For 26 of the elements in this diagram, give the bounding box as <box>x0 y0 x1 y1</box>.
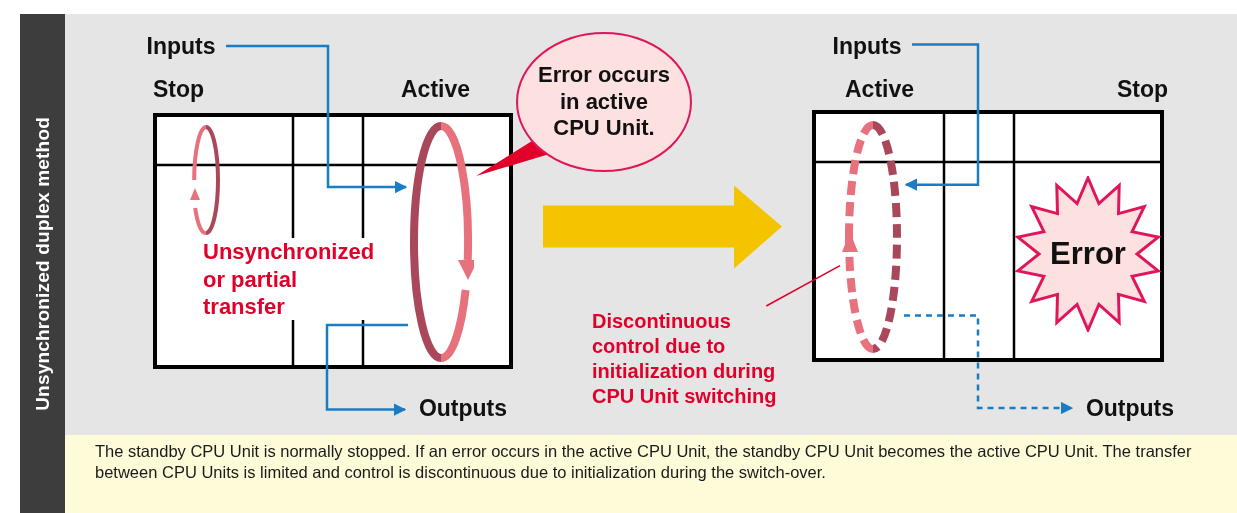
caption-text: The standby CPU Unit is normally stopped. If an error occurs in the active CPU Unit, the standby CPU Unit becomes the active CPU Unit. The transfer between CPU Units is limited and control is discontinuous due to initialization during the switch-over. <box>95 441 1193 483</box>
signal-label: Inputs <box>136 31 226 61</box>
cpu-unit-rack <box>812 110 1164 362</box>
cpu-unit-rack <box>153 113 513 369</box>
state-heading: Stop <box>153 76 205 103</box>
signal-arrow <box>904 43 980 191</box>
cycle-ring <box>408 120 474 364</box>
state-heading: Active <box>401 76 471 103</box>
side-band <box>20 14 65 513</box>
signal-arrow <box>325 323 408 416</box>
transition-arrow <box>543 185 782 269</box>
leader-line <box>765 264 841 307</box>
error-starburst <box>1014 176 1162 332</box>
signal-arrow <box>226 44 408 194</box>
state-heading: Active <box>845 76 915 103</box>
state-heading: Stop <box>1117 76 1169 103</box>
band-title: Unsynchronized duplex method <box>31 116 54 411</box>
callout-text: Error occurs in active CPU Unit. <box>536 62 672 142</box>
signal-label: Outputs <box>1074 393 1186 423</box>
note-text: Discontinuous control due to initialization during CPU Unit switching <box>592 309 797 419</box>
cycle-ring <box>842 118 904 356</box>
signal-arrow <box>904 314 1074 415</box>
error-text: Error <box>1050 236 1126 272</box>
signal-label: Inputs <box>822 31 912 61</box>
note-text: Unsynchronized or partial transfer <box>203 238 375 320</box>
signal-label: Outputs <box>407 393 519 423</box>
